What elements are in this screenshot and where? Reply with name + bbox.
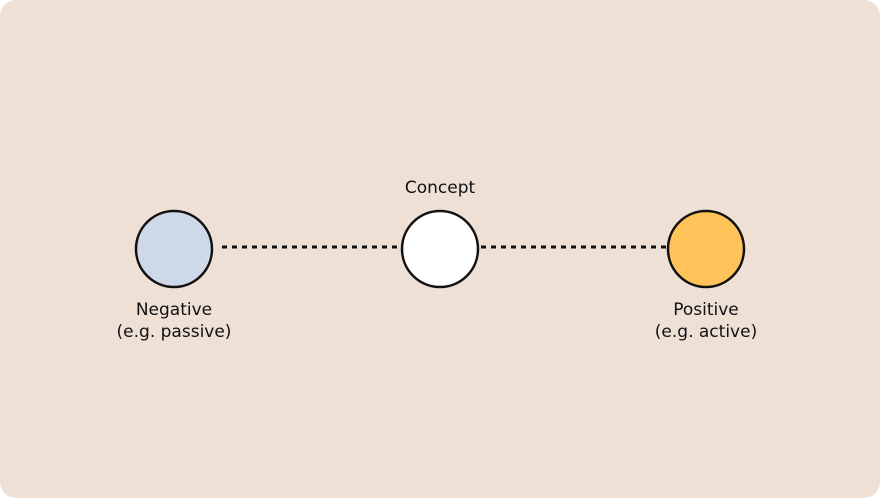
positive-node (666, 209, 746, 289)
positive-label-title: Positive (673, 300, 739, 320)
negative-label-example: (e.g. passive) (116, 322, 232, 342)
positive-label: Positive (e.g. active) (606, 299, 806, 343)
negative-node (134, 209, 214, 289)
positive-label-example: (e.g. active) (654, 322, 758, 342)
negative-label-title: Negative (135, 300, 213, 320)
concept-label: Concept (340, 177, 540, 199)
negative-label: Negative (e.g. passive) (74, 299, 274, 343)
concept-label-text: Concept (404, 178, 476, 198)
concept-node (400, 209, 480, 289)
